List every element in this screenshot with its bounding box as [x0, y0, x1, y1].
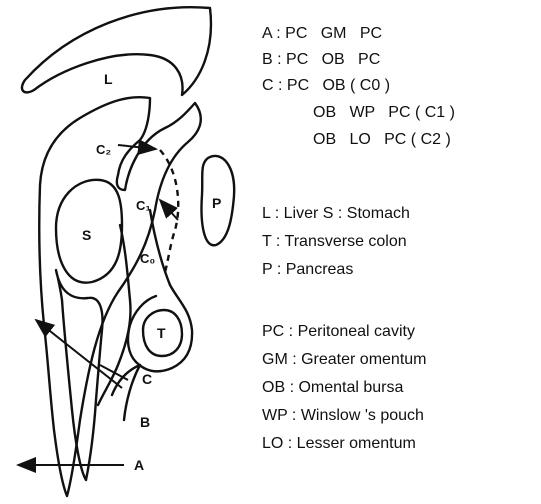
abbreviation-item: LO : Lesser omentum	[262, 434, 416, 454]
label-c1: C₁	[136, 198, 151, 213]
label-stomach: S	[82, 227, 91, 243]
abbreviation-item: GM : Greater omentum	[262, 350, 427, 370]
route-key: C :	[262, 77, 282, 94]
route-path: PC GM PC	[285, 25, 382, 42]
route-key: A :	[262, 25, 281, 42]
label-b: B	[140, 414, 150, 430]
route-path: OB WP PC ( C1 )	[313, 104, 455, 121]
label-c0: C₀	[140, 251, 155, 266]
route-row: OB LO PC ( C2 )	[313, 130, 451, 150]
route-row: OB WP PC ( C1 )	[313, 103, 455, 123]
label-pancreas: P	[212, 195, 221, 211]
route-path: OB LO PC ( C2 )	[313, 131, 451, 148]
anatomy-diagram: L S P T C₀ C₁ C₂ A B C	[0, 0, 262, 504]
label-a: A	[134, 457, 144, 473]
route-row: B : PC OB PC	[262, 50, 380, 70]
liver-outline	[22, 7, 211, 95]
arrow-c	[100, 365, 128, 380]
route-path: PC OB ( C0 )	[287, 77, 390, 94]
organ-legend-item: P : Pancreas	[262, 260, 353, 280]
organ-legend-item: T : Transverse colon	[262, 232, 407, 252]
arrow-c2	[118, 145, 156, 149]
abbreviation-item: OB : Omental bursa	[262, 378, 403, 398]
organ-legend-item: L : Liver S : Stomach	[262, 204, 410, 224]
abbreviation-item: PC : Peritoneal cavity	[262, 322, 415, 342]
route-row: A : PC GM PC	[262, 24, 382, 44]
route-row: C : PC OB ( C0 )	[262, 76, 390, 96]
label-c: C	[142, 371, 152, 387]
label-colon: T	[157, 325, 166, 341]
route-key: B :	[262, 51, 282, 68]
label-c2: C₂	[96, 142, 111, 157]
abbreviation-item: WP : Winslow 's pouch	[262, 406, 424, 426]
omentum-strand	[128, 210, 192, 371]
inner-bursa	[56, 270, 102, 480]
arrow-c1	[160, 200, 178, 220]
label-liver: L	[104, 71, 113, 87]
route-path: PC OB PC	[286, 51, 380, 68]
